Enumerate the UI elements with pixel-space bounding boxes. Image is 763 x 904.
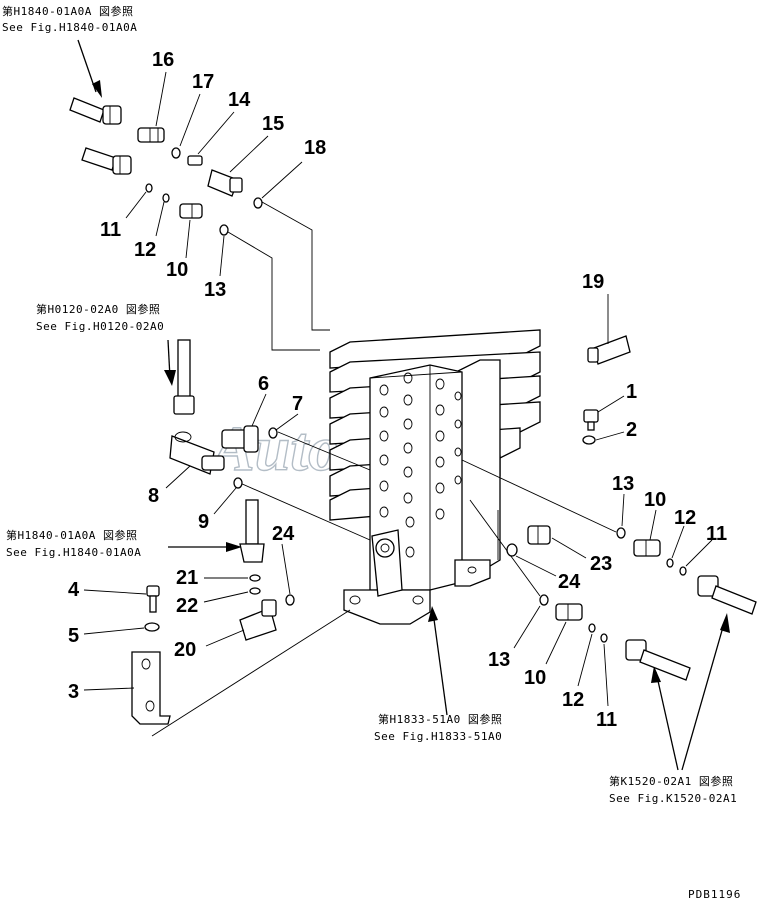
callout-13-top: 13: [204, 279, 226, 301]
part-24-o-ring-right: [506, 543, 518, 557]
ref-bottom-center-en: See Fig.H1833-51A0: [374, 730, 502, 743]
callout-13-bottom: 13: [488, 649, 510, 671]
part-12-o-ring-bottom: [588, 623, 596, 633]
ref-bottom-right-en: See Fig.K1520-02A1: [609, 792, 737, 805]
part-2-washer: [582, 435, 596, 445]
callout-8: 8: [148, 485, 159, 507]
ref-mid-left-jp: 第H0120-02A0 図参照: [36, 302, 160, 316]
ref-lower-left-en: See Fig.H1840-01A0A: [6, 546, 141, 559]
callout-16: 16: [152, 49, 174, 71]
part-8-block: [169, 431, 225, 475]
callout-5: 5: [68, 625, 79, 647]
top-hose-lower: [81, 147, 132, 175]
callout-12-bottom: 12: [562, 689, 584, 711]
ref-bottom-center-jp: 第H1833-51A0 図参照: [378, 712, 502, 726]
callout-2: 2: [626, 419, 637, 441]
callout-13-right: 13: [612, 473, 634, 495]
callout-21: 21: [176, 567, 198, 589]
callout-12-top: 12: [134, 239, 156, 261]
callout-12-right: 12: [674, 507, 696, 529]
callout-19: 19: [582, 271, 604, 293]
callout-11-top: 11: [100, 219, 121, 241]
ref-bottom-right-jp: 第K1520-02A1 図参照: [609, 774, 733, 788]
port-holes: [379, 372, 462, 558]
part-4-bolt: [146, 585, 160, 613]
part-20-elbow: [239, 599, 277, 641]
part-10-connector-right: [633, 539, 661, 557]
mid-left-pipe: [173, 339, 195, 415]
callout-numbers: 16 17 14 15 18 11 12 10 13 19 1 2 6 7 8 …: [68, 49, 727, 731]
lower-left-hose: [239, 499, 265, 563]
right-hose-lower: [625, 639, 691, 681]
top-hose-upper: [69, 97, 122, 125]
reference-arrows: [77, 39, 730, 771]
callout-6: 6: [258, 373, 269, 395]
part-5-washer: [144, 622, 160, 632]
callout-7: 7: [292, 393, 303, 415]
part-14-plug: [187, 155, 203, 166]
callout-14: 14: [228, 89, 251, 111]
drawing-code: PDB1196: [688, 888, 741, 901]
callout-3: 3: [68, 681, 79, 703]
callout-11-right: 11: [706, 523, 727, 545]
callout-10-bottom: 10: [524, 667, 546, 689]
callout-18: 18: [304, 137, 326, 159]
callout-10-right: 10: [644, 489, 666, 511]
callout-24-left: 24: [272, 523, 295, 545]
callout-17: 17: [192, 71, 214, 93]
callout-10-top: 10: [166, 259, 188, 281]
part-11-o-ring-right: [679, 566, 687, 576]
ref-lower-left-jp: 第H1840-01A0A 図参照: [6, 528, 137, 542]
part-9-o-ring: [233, 477, 243, 489]
callout-24-right: 24: [558, 571, 581, 593]
part-13-o-ring-bottom: [539, 594, 549, 606]
callout-22: 22: [176, 595, 198, 617]
ref-top-left-jp: 第H1840-01A0A 図参照: [2, 4, 133, 18]
part-13-o-ring-top: [219, 224, 229, 236]
part-24-o-ring-left: [285, 594, 295, 606]
ref-top-left-en: See Fig.H1840-01A0A: [2, 21, 137, 34]
part-18-o-ring: [253, 197, 263, 209]
part-3-bracket: [131, 651, 171, 725]
callout-1: 1: [626, 381, 637, 403]
control-valve-body: [329, 329, 541, 625]
part-16-connector: [137, 127, 165, 143]
ref-mid-left-en: See Fig.H0120-02A0: [36, 320, 164, 333]
part-6-elbow: [221, 425, 259, 453]
part-23-connector: [527, 525, 551, 545]
callout-15: 15: [262, 113, 284, 135]
right-hose-upper: [697, 575, 757, 615]
part-15-adapter: [207, 169, 243, 197]
part-17-o-ring: [171, 147, 181, 159]
part-13-o-ring-right: [616, 527, 626, 539]
part-22-o-ring: [249, 587, 261, 595]
callout-11-bottom: 11: [596, 709, 617, 731]
part-1-bolt: [583, 409, 599, 431]
callout-4: 4: [68, 579, 80, 601]
part-12-o-ring-top: [162, 193, 170, 203]
part-7-o-ring: [268, 427, 278, 439]
callout-23: 23: [590, 553, 612, 575]
part-10-connector-bottom: [555, 603, 583, 621]
part-11-o-ring-bottom: [600, 633, 608, 643]
part-21-o-ring: [249, 574, 261, 582]
leader-lines: [151, 201, 617, 737]
callout-20: 20: [174, 639, 196, 661]
part-19-sensor: [587, 335, 631, 365]
callout-leaders: [83, 71, 713, 707]
part-10-connector-top: [179, 203, 203, 219]
part-12-o-ring-right: [666, 558, 674, 568]
part-11-o-ring-top: [145, 183, 153, 193]
callout-9: 9: [198, 511, 209, 533]
